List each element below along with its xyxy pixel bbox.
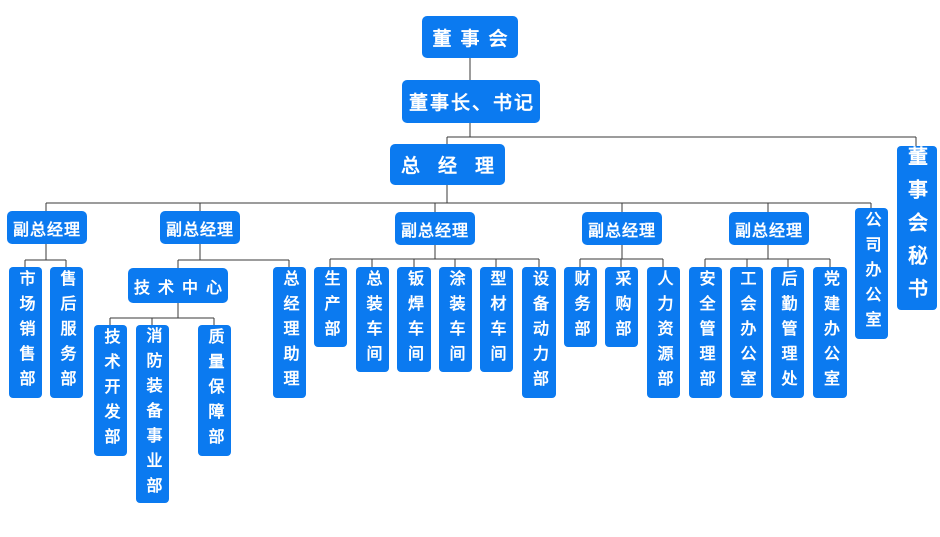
org-node-finance-dept: 财务部 bbox=[564, 267, 597, 347]
org-node-after-sales-service-dept: 售后服务部 bbox=[50, 267, 83, 398]
org-node-equipment-power-dept: 设备动力部 bbox=[522, 267, 556, 398]
org-node-sheet-welding-workshop: 钣焊车间 bbox=[397, 267, 431, 372]
org-node-board-secretary: 董事会秘书 bbox=[897, 146, 937, 311]
org-node-board-of-directors: 董事会 bbox=[422, 16, 518, 58]
org-node-human-resources-dept: 人力资源部 bbox=[647, 267, 680, 398]
org-node-deputy-gm-3: 副总经理 bbox=[395, 212, 475, 245]
org-node-chairman-secretary: 董事长、书记 bbox=[402, 80, 540, 123]
org-node-party-building-office: 党建办公室 bbox=[813, 267, 847, 398]
org-node-deputy-gm-5: 副总经理 bbox=[729, 212, 809, 245]
org-node-deputy-gm-1: 副总经理 bbox=[7, 211, 87, 244]
org-node-gm-assistant: 总经理助理 bbox=[273, 267, 306, 398]
org-node-quality-assurance-dept: 质量保障部 bbox=[198, 325, 231, 456]
org-node-fire-equipment-division: 消防装备事业部 bbox=[136, 325, 169, 503]
org-node-general-manager: 总经理 bbox=[390, 144, 505, 185]
org-node-procurement-dept: 采购部 bbox=[605, 267, 638, 347]
org-node-profile-workshop: 型材车间 bbox=[480, 267, 513, 372]
org-node-tech-development-dept: 技术开发部 bbox=[94, 325, 127, 456]
org-node-marketing-sales-dept: 市场销售部 bbox=[9, 267, 42, 398]
org-node-technology-center: 技术中心 bbox=[128, 268, 228, 303]
org-node-deputy-gm-2: 副总经理 bbox=[160, 211, 240, 244]
org-node-final-assembly-workshop: 总装车间 bbox=[356, 267, 389, 372]
org-node-company-office: 公司办公室 bbox=[855, 208, 888, 339]
org-node-labor-union-office: 工会办公室 bbox=[730, 267, 763, 398]
org-node-logistics-management-office: 后勤管理处 bbox=[771, 267, 804, 398]
org-node-deputy-gm-4: 副总经理 bbox=[582, 212, 662, 245]
org-node-safety-management-dept: 安全管理部 bbox=[689, 267, 722, 398]
org-node-painting-workshop: 涂装车间 bbox=[439, 267, 472, 372]
org-node-production-dept: 生产部 bbox=[314, 267, 347, 347]
